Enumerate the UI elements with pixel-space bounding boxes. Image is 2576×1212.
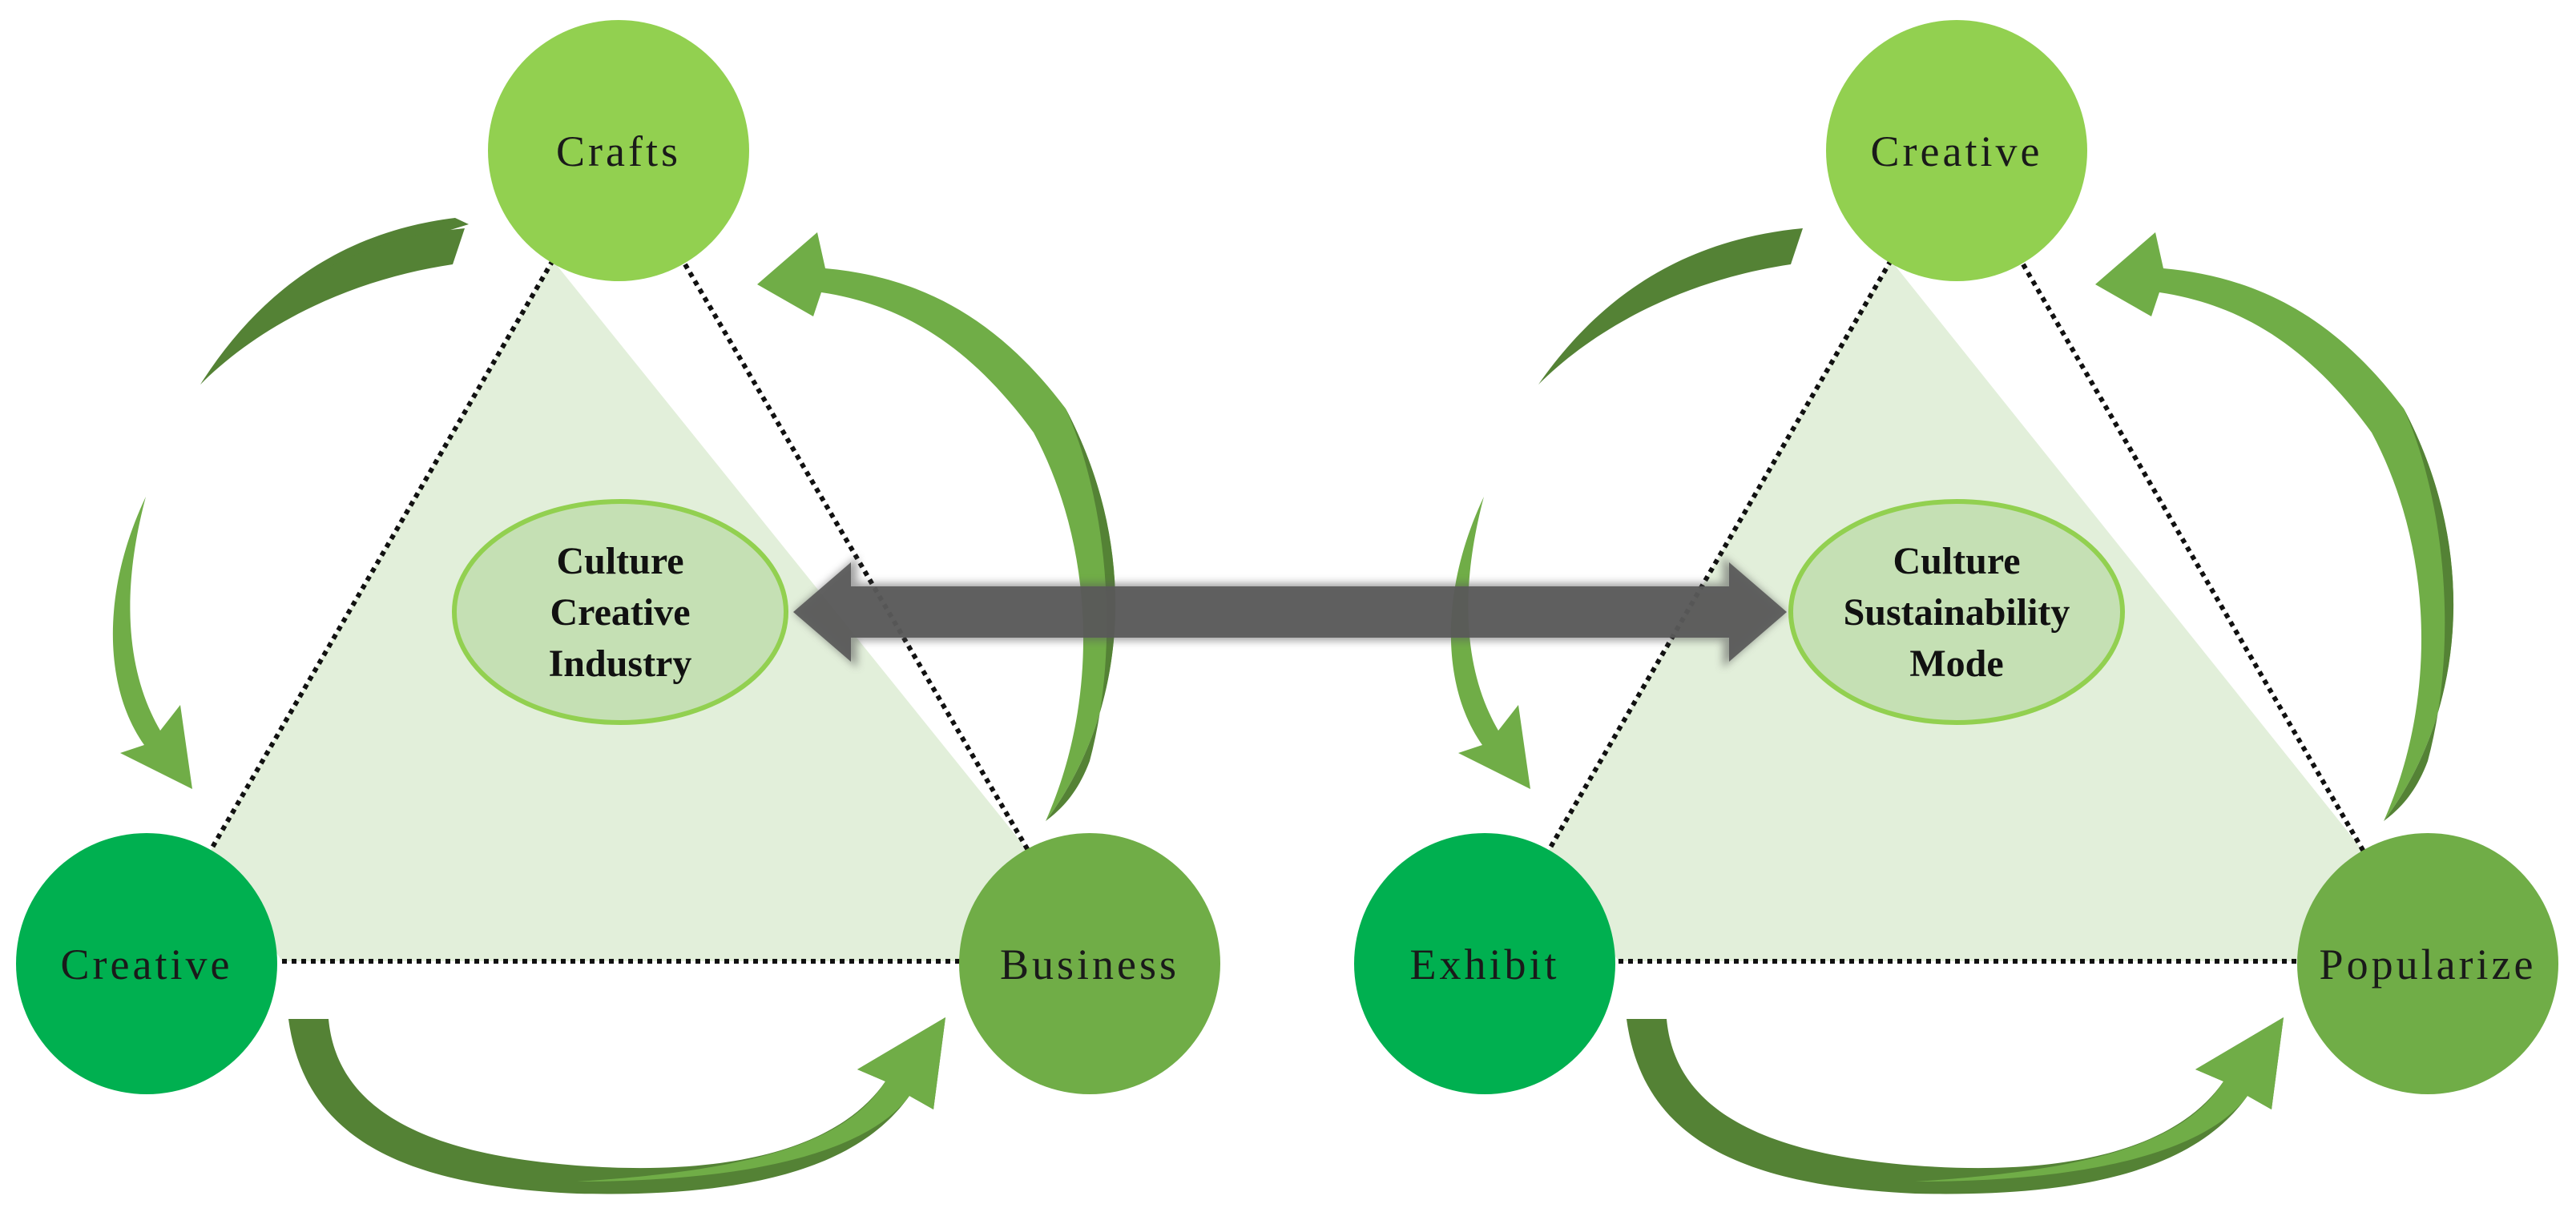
right-arrow-bottom — [1627, 1017, 2284, 1194]
left-arrow-bottom-light — [577, 1017, 945, 1182]
right-model: Creative Exhibit Popularize Culture Sust… — [1354, 20, 2558, 1194]
right-arrow-left-down — [1450, 497, 1530, 789]
left-edge-left — [208, 259, 555, 853]
right-center-line-3: Mode — [1909, 642, 2003, 685]
right-top-node-label: Creative — [1871, 127, 2043, 175]
left-arrow-left-down — [112, 497, 192, 789]
right-top-node — [1826, 20, 2087, 281]
right-left-node — [1354, 833, 1615, 1094]
left-arrow-right-up-dark — [1046, 409, 1116, 821]
right-edge-left — [1546, 259, 1893, 853]
right-center-line-2: Sustainability — [1844, 591, 2070, 634]
right-right-node — [2297, 833, 2558, 1094]
right-edge-right — [2021, 263, 2366, 853]
left-arrow-right-up — [757, 232, 1116, 821]
left-model: Crafts Creative Business Culture Creativ… — [16, 20, 1220, 1194]
connector-arrow-body — [793, 562, 1787, 662]
right-arrow-top-left-body — [1538, 228, 1803, 385]
right-center-ellipse — [1788, 499, 2125, 725]
left-center-ellipse — [452, 499, 788, 725]
left-top-node-label: Crafts — [556, 127, 681, 175]
right-arrow-bottom-light — [1915, 1017, 2284, 1182]
left-arrow-bottom — [288, 1017, 945, 1194]
double-headed-arrow-icon — [793, 556, 1787, 668]
left-left-node-label: Creative — [61, 940, 233, 989]
left-top-node — [488, 20, 749, 281]
right-right-node-label: Popularize — [2320, 940, 2537, 989]
right-center-line-1: Culture — [1893, 540, 2020, 582]
left-arrow-top-left-body — [200, 228, 465, 385]
right-left-node-label: Exhibit — [1410, 940, 1560, 989]
left-center-line-2: Creative — [550, 591, 690, 634]
left-left-node — [16, 833, 277, 1094]
right-arrow-right-up-dark — [2384, 409, 2454, 821]
left-center-line-1: Culture — [556, 540, 683, 582]
right-arrow-right-up — [2095, 232, 2454, 821]
left-right-node — [959, 833, 1220, 1094]
left-right-node-label: Business — [1000, 940, 1179, 989]
left-center-line-3: Industry — [549, 642, 692, 685]
